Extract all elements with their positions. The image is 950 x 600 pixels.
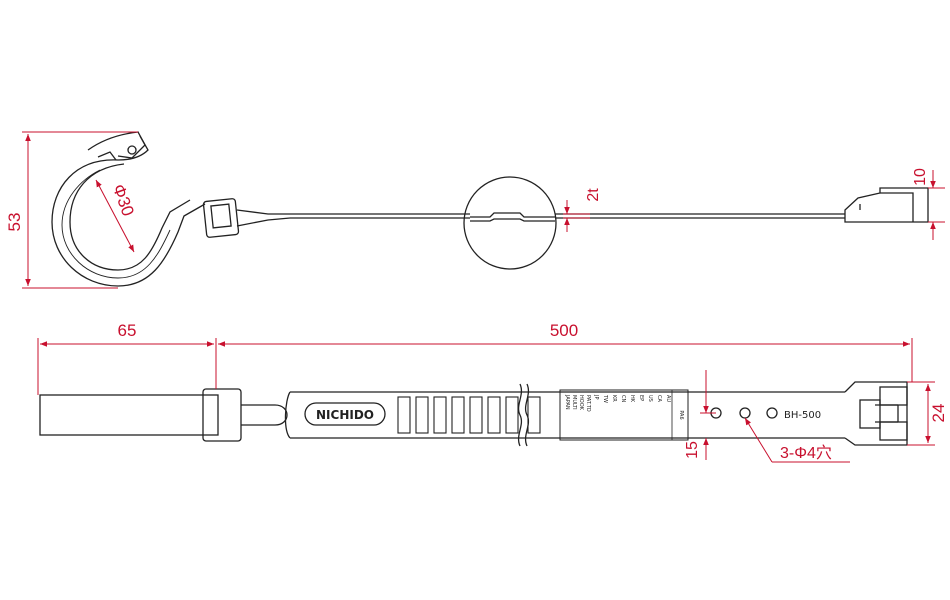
hole-2 <box>739 407 751 419</box>
svg-text:PAT.TD: PAT.TD <box>585 395 591 412</box>
dim-holes: 3-Φ4穴 <box>780 444 832 462</box>
svg-text:US: US <box>647 395 653 402</box>
dim-hole-offset: 15 <box>684 441 701 459</box>
svg-text:HOOK: HOOK <box>578 395 584 411</box>
stem <box>241 404 288 426</box>
model-text: BH-500 <box>784 410 821 421</box>
logo-text: NICHIDO <box>316 408 374 422</box>
handle-grip <box>202 388 242 442</box>
svg-text:CA: CA <box>656 395 662 402</box>
dim-head-height: 10 <box>912 168 929 186</box>
svg-text:JP: JP <box>593 394 599 400</box>
label-lines: JAPAN MULTI HOOK PAT.TD <box>564 394 591 412</box>
head-side <box>844 187 929 223</box>
logo-box <box>304 402 386 426</box>
dim-strap-length: 500 <box>550 321 578 340</box>
dim-handle-length: 65 <box>118 321 137 340</box>
hole-3 <box>766 407 778 419</box>
svg-text:AU: AU <box>665 395 671 402</box>
hook-outer-outline <box>51 135 206 287</box>
svg-text:KR: KR <box>611 395 617 402</box>
svg-text:EP: EP <box>638 395 644 401</box>
side-view <box>51 131 929 287</box>
svg-text:HK: HK <box>629 395 635 403</box>
country-codes: JP TW KR CN HK EP US CA AU <box>593 394 671 403</box>
svg-text:TW: TW <box>602 394 608 403</box>
hook-tip <box>87 131 146 159</box>
hook-inner-hook <box>97 151 117 161</box>
material-text: PA6 <box>678 410 684 419</box>
top-view <box>39 381 908 447</box>
head-top <box>844 381 908 446</box>
dim-thickness: 2t <box>585 188 602 202</box>
dim-hook-height: 53 <box>5 213 24 232</box>
hook-mid-line <box>61 169 171 279</box>
svg-text:CN: CN <box>620 395 626 402</box>
svg-text:MULTI: MULTI <box>571 395 577 410</box>
dimension-lines <box>22 131 945 463</box>
hook-inner-outline <box>69 163 191 271</box>
detail-section <box>470 212 555 222</box>
handle <box>39 394 219 436</box>
slot-group <box>397 396 541 434</box>
dim-strap-width: 24 <box>929 404 948 423</box>
label-panel <box>559 389 689 441</box>
svg-text:JAPAN: JAPAN <box>564 394 570 410</box>
break-mark <box>517 383 523 447</box>
strap-outline <box>284 391 845 439</box>
hook-tip-hole <box>127 145 137 155</box>
buckle-side <box>202 198 291 238</box>
detail-circle <box>463 176 557 270</box>
